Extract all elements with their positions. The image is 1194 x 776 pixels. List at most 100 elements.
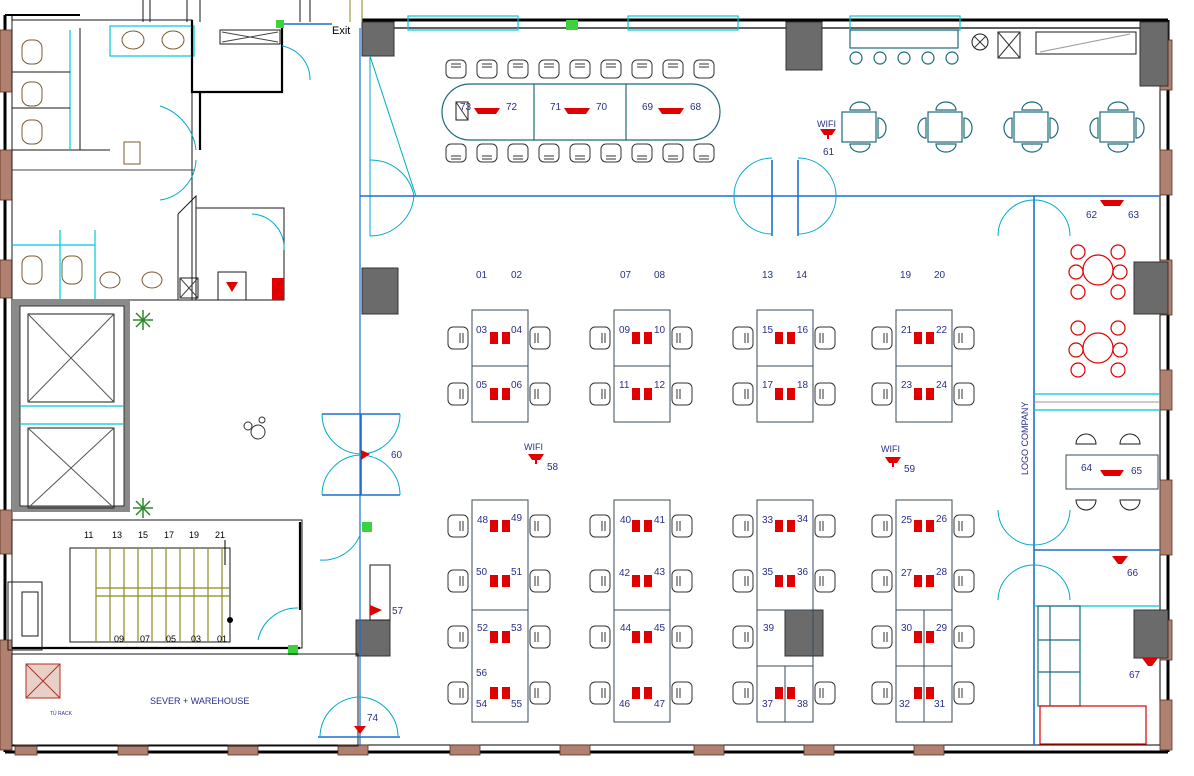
meeting-table — [441, 83, 721, 141]
text-labels: Exit SEVER + WAREHOUSE TỦ RACK LOGO COMP… — [50, 25, 1143, 724]
rack-label: TỦ RACK — [50, 710, 73, 717]
glass-partition-west — [319, 28, 417, 745]
desk-number: 44 — [620, 623, 632, 634]
desk-number: 32 — [899, 699, 911, 710]
desk-header: 02 — [511, 270, 523, 281]
desk-number: 30 — [901, 623, 913, 634]
outlet-number: 60 — [391, 450, 403, 461]
stair-number: 21 — [215, 530, 225, 540]
pantry — [177, 194, 285, 301]
desk-number: 09 — [619, 325, 631, 336]
desk-number: 04 — [511, 325, 523, 336]
wifi-label-61: WIFI — [817, 119, 836, 129]
desk-number: 41 — [654, 515, 666, 526]
desk-number: 49 — [511, 513, 523, 524]
stair-number: 13 — [112, 530, 122, 540]
desk-number: 28 — [936, 567, 948, 578]
restrooms — [11, 19, 197, 301]
outlet-number: 57 — [392, 606, 404, 617]
outlet-number: 66 — [1127, 568, 1139, 579]
desk-number: 05 — [476, 380, 488, 391]
desk-header: 19 — [900, 270, 912, 281]
stair-number: 09 — [114, 634, 124, 644]
reception-desk — [1065, 433, 1159, 511]
meeting-number-68: 68 — [690, 102, 702, 113]
desk-number: 29 — [936, 623, 948, 634]
desk-number: 46 — [619, 699, 631, 710]
workstation-chairs — [447, 326, 975, 705]
meeting-outlets — [474, 108, 684, 114]
desk-number: 33 — [762, 515, 774, 526]
desk-header: 13 — [762, 270, 774, 281]
wifi-label-59: WIFI — [881, 444, 900, 454]
desk-number: 25 — [901, 515, 913, 526]
desk-number: 21 — [901, 325, 913, 336]
outlet-number: 64 — [1081, 463, 1093, 474]
desk-number: 10 — [654, 325, 666, 336]
pantry-counter — [849, 29, 1137, 65]
desk-header: 20 — [934, 270, 946, 281]
outlet-number: 61 — [823, 147, 835, 158]
desk-number: 06 — [511, 380, 523, 391]
outlet-number: 62 — [1086, 210, 1098, 221]
desk-number: 55 — [511, 699, 523, 710]
stair-number: 03 — [191, 634, 201, 644]
desk-number: 31 — [934, 699, 946, 710]
staircase — [7, 519, 303, 655]
server-room — [11, 653, 359, 747]
entry-doors — [318, 413, 401, 738]
desk-header: 08 — [654, 270, 666, 281]
meeting-labels: 73 72 71 70 69 68 — [460, 102, 702, 113]
cafe-tables — [841, 101, 1145, 153]
stair-number: 11 — [84, 530, 93, 540]
desk-number: 37 — [762, 699, 774, 710]
meeting-room-partition — [360, 157, 1160, 236]
stair-number: 17 — [164, 530, 174, 540]
desk-number: 27 — [901, 568, 913, 579]
desk-number: 34 — [797, 514, 809, 525]
lounge-sofa — [1037, 605, 1147, 745]
desk-number: 56 — [476, 668, 488, 679]
outlet-number: 59 — [904, 464, 916, 475]
desk-number: 52 — [477, 623, 489, 634]
server-room-label: SEVER + WAREHOUSE — [150, 696, 249, 706]
desk-header: 01 — [476, 270, 488, 281]
exit-label: Exit — [332, 25, 350, 37]
desk-number: 53 — [511, 623, 523, 634]
wifi-points — [528, 129, 901, 467]
desk-number: 24 — [936, 380, 948, 391]
desk-number: 35 — [762, 567, 774, 578]
outlet-number: 65 — [1131, 466, 1143, 477]
desk-number: 36 — [797, 567, 809, 578]
meeting-number-71: 71 — [550, 102, 562, 113]
plants — [133, 310, 266, 518]
round-tables — [1068, 244, 1128, 378]
desk-number: 11 — [619, 380, 630, 391]
desk-number: 45 — [654, 623, 666, 634]
reception-zone — [997, 196, 1160, 745]
stair-number: 01 — [217, 634, 227, 644]
meeting-number-69: 69 — [642, 102, 654, 113]
meeting-number-70: 70 — [596, 102, 608, 113]
stair-number: 15 — [138, 530, 148, 540]
desk-number: 15 — [762, 325, 774, 336]
wifi-label-58: WIFI — [524, 442, 543, 452]
desk-number: 38 — [797, 699, 809, 710]
stair-number: 07 — [140, 634, 150, 644]
stair-number: 19 — [189, 530, 199, 540]
desk-number: 18 — [797, 380, 809, 391]
desk-number: 03 — [476, 325, 488, 336]
desk-number: 50 — [476, 567, 488, 578]
desk-number: 16 — [797, 325, 809, 336]
desk-number: 12 — [654, 380, 666, 391]
desk-number: 26 — [936, 514, 948, 525]
elevators — [12, 300, 130, 512]
desk-number: 43 — [654, 567, 666, 578]
desk-number: 22 — [936, 325, 948, 336]
desk-number: 23 — [901, 380, 913, 391]
desk-number: 48 — [477, 515, 489, 526]
desk-header: 14 — [796, 270, 808, 281]
workstation-desks — [471, 309, 953, 723]
desk-header: 07 — [620, 270, 632, 281]
